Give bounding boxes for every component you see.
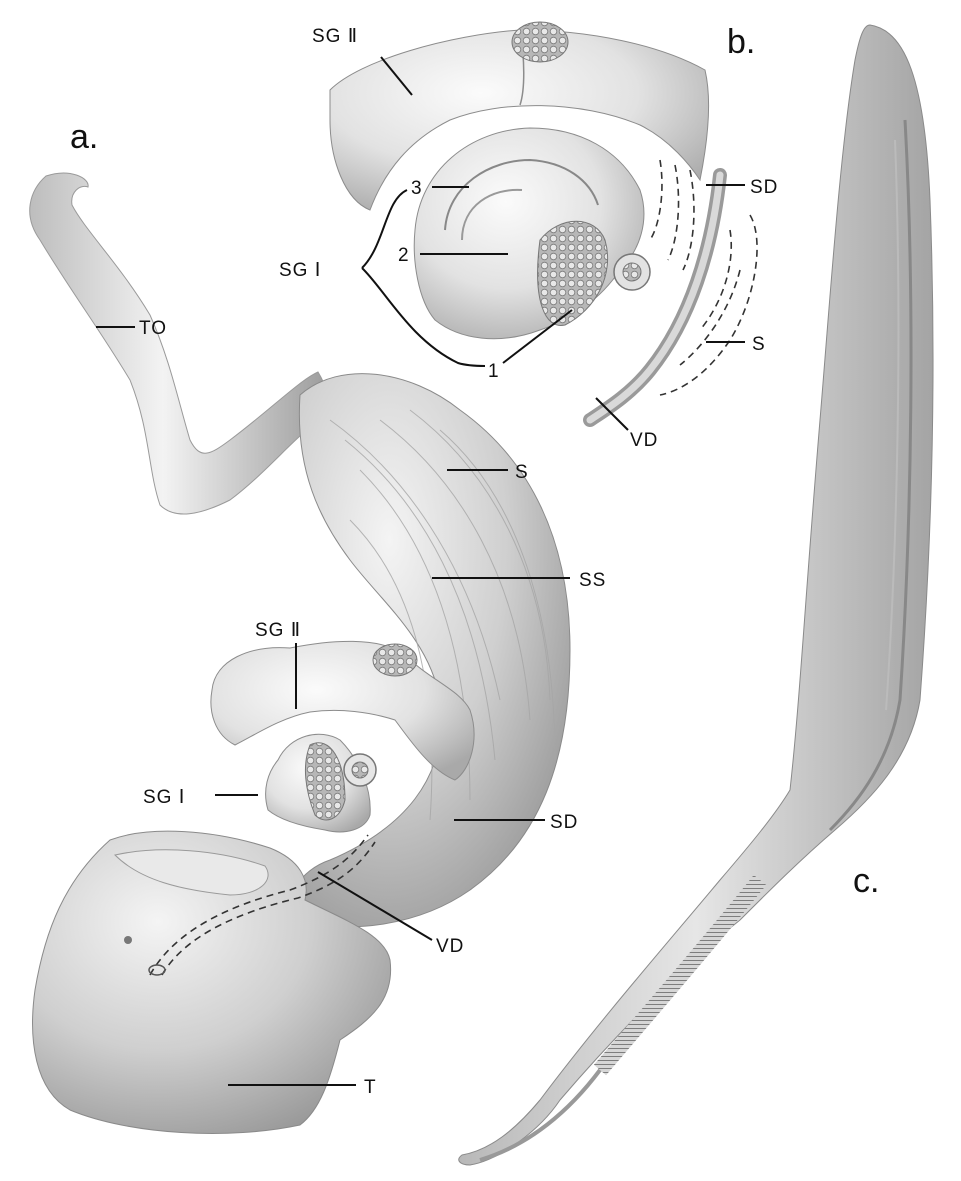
label-a-ss: SS <box>579 570 606 591</box>
label-b-1: 1 <box>488 361 500 382</box>
gland-cluster-lower <box>373 644 417 676</box>
label-b-3: 3 <box>411 178 423 199</box>
label-a-to: TO <box>139 318 167 339</box>
panel-label-a: a. <box>70 118 98 156</box>
gland-cluster-upper <box>512 22 568 62</box>
label-a-sg1: SG Ⅰ <box>143 787 185 808</box>
label-a-t: T <box>364 1077 377 1098</box>
label-a-sd: SD <box>550 812 578 833</box>
label-b-sg2: SG Ⅱ <box>312 26 358 47</box>
label-a-vd: VD <box>436 936 464 957</box>
tubular-organ <box>30 173 327 514</box>
panel-b-drawing <box>330 22 757 420</box>
label-b-vd: VD <box>630 430 658 451</box>
label-b-2: 2 <box>398 245 410 266</box>
panel-label-c: c. <box>853 862 879 900</box>
label-b-s: S <box>752 334 766 355</box>
label-a-s: S <box>515 462 529 483</box>
panel-label-b: b. <box>727 23 755 61</box>
label-b-sg1: SG Ⅰ <box>279 260 321 281</box>
label-a-sg2: SG Ⅱ <box>255 620 301 641</box>
label-b-sd: SD <box>750 177 778 198</box>
